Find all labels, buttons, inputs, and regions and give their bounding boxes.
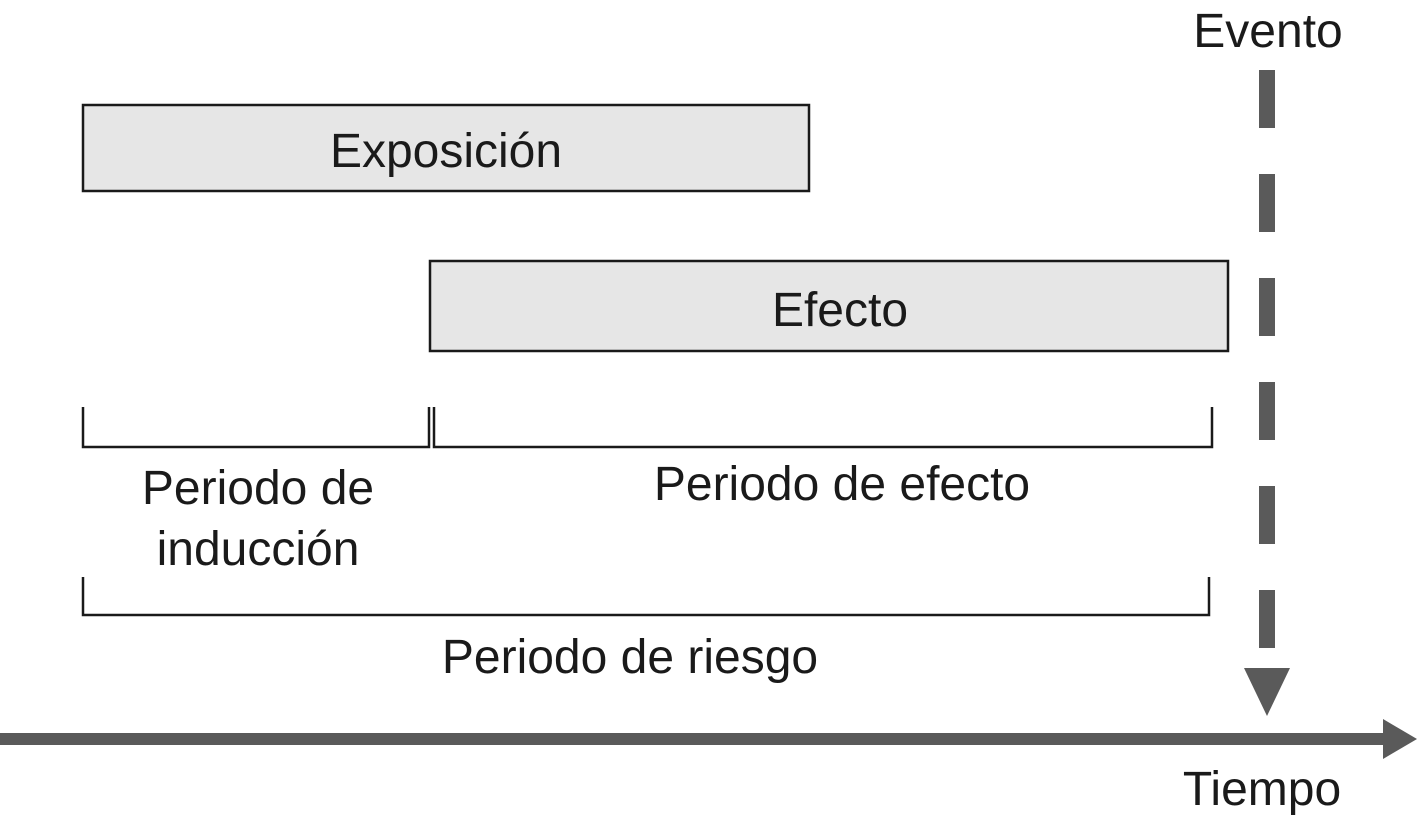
induction-period-label-line1: Periodo de: [142, 462, 374, 515]
event-label: Evento: [1193, 5, 1342, 58]
risk-period-bracket: [81, 577, 1211, 617]
risk-period-label: Periodo de riesgo: [442, 631, 818, 684]
effect-period-label: Periodo de efecto: [654, 458, 1030, 511]
time-axis-label: Tiempo: [1183, 763, 1341, 816]
induction-period-label-line2: inducción: [157, 523, 360, 576]
effect-box: [428, 259, 1230, 353]
exposure-label: Exposición: [330, 125, 562, 178]
effect-period-bracket: [432, 407, 1214, 449]
event-arrowhead: [1244, 668, 1290, 716]
time-axis-arrowhead: [1383, 719, 1417, 759]
effect-label: Efecto: [772, 284, 908, 337]
exposure-box: [81, 103, 811, 193]
induction-period-bracket: [81, 407, 431, 449]
